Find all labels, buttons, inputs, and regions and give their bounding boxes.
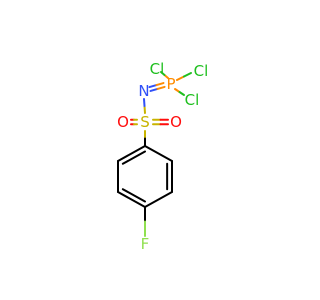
ring-c1-c2 [144,145,173,162]
atom-cl-right: Cl [194,62,209,80]
bond-p-cl-right-b [183,72,192,78]
atom-o-right: O [170,113,182,131]
bond-p-cl-bottom-b [178,91,185,96]
bond-n-p-1-a [148,84,158,89]
ring-inner-c6-c1 [121,150,146,165]
atom-n: N [138,82,149,100]
bond-p-cl-top-b [160,71,166,76]
atom-labels: Cl Cl Cl P N S O O F [117,60,208,253]
atom-s: S [140,113,150,131]
bond-n-p-1-b [155,82,165,87]
atom-cl-bottom: Cl [185,91,200,109]
atom-f: F [141,235,150,253]
bond-n-p-0-b [156,85,166,90]
atom-p: P [166,75,175,93]
ring-c6-c1 [117,145,146,162]
bond-s-n-b [143,98,146,107]
atom-cl-top: Cl [150,60,165,78]
atom-o-left: O [117,113,129,131]
bond-p-cl-right-a [176,75,185,81]
ring-c3-c4 [144,191,173,208]
molecule-diagram: Cl Cl Cl P N S O O F [117,60,208,253]
bond-s-n-a [143,105,146,114]
ring-c4-c5 [117,191,146,208]
bonds [117,71,192,237]
bond-n-p-0-a [149,87,159,92]
ring-inner-c4-c5 [121,188,146,203]
